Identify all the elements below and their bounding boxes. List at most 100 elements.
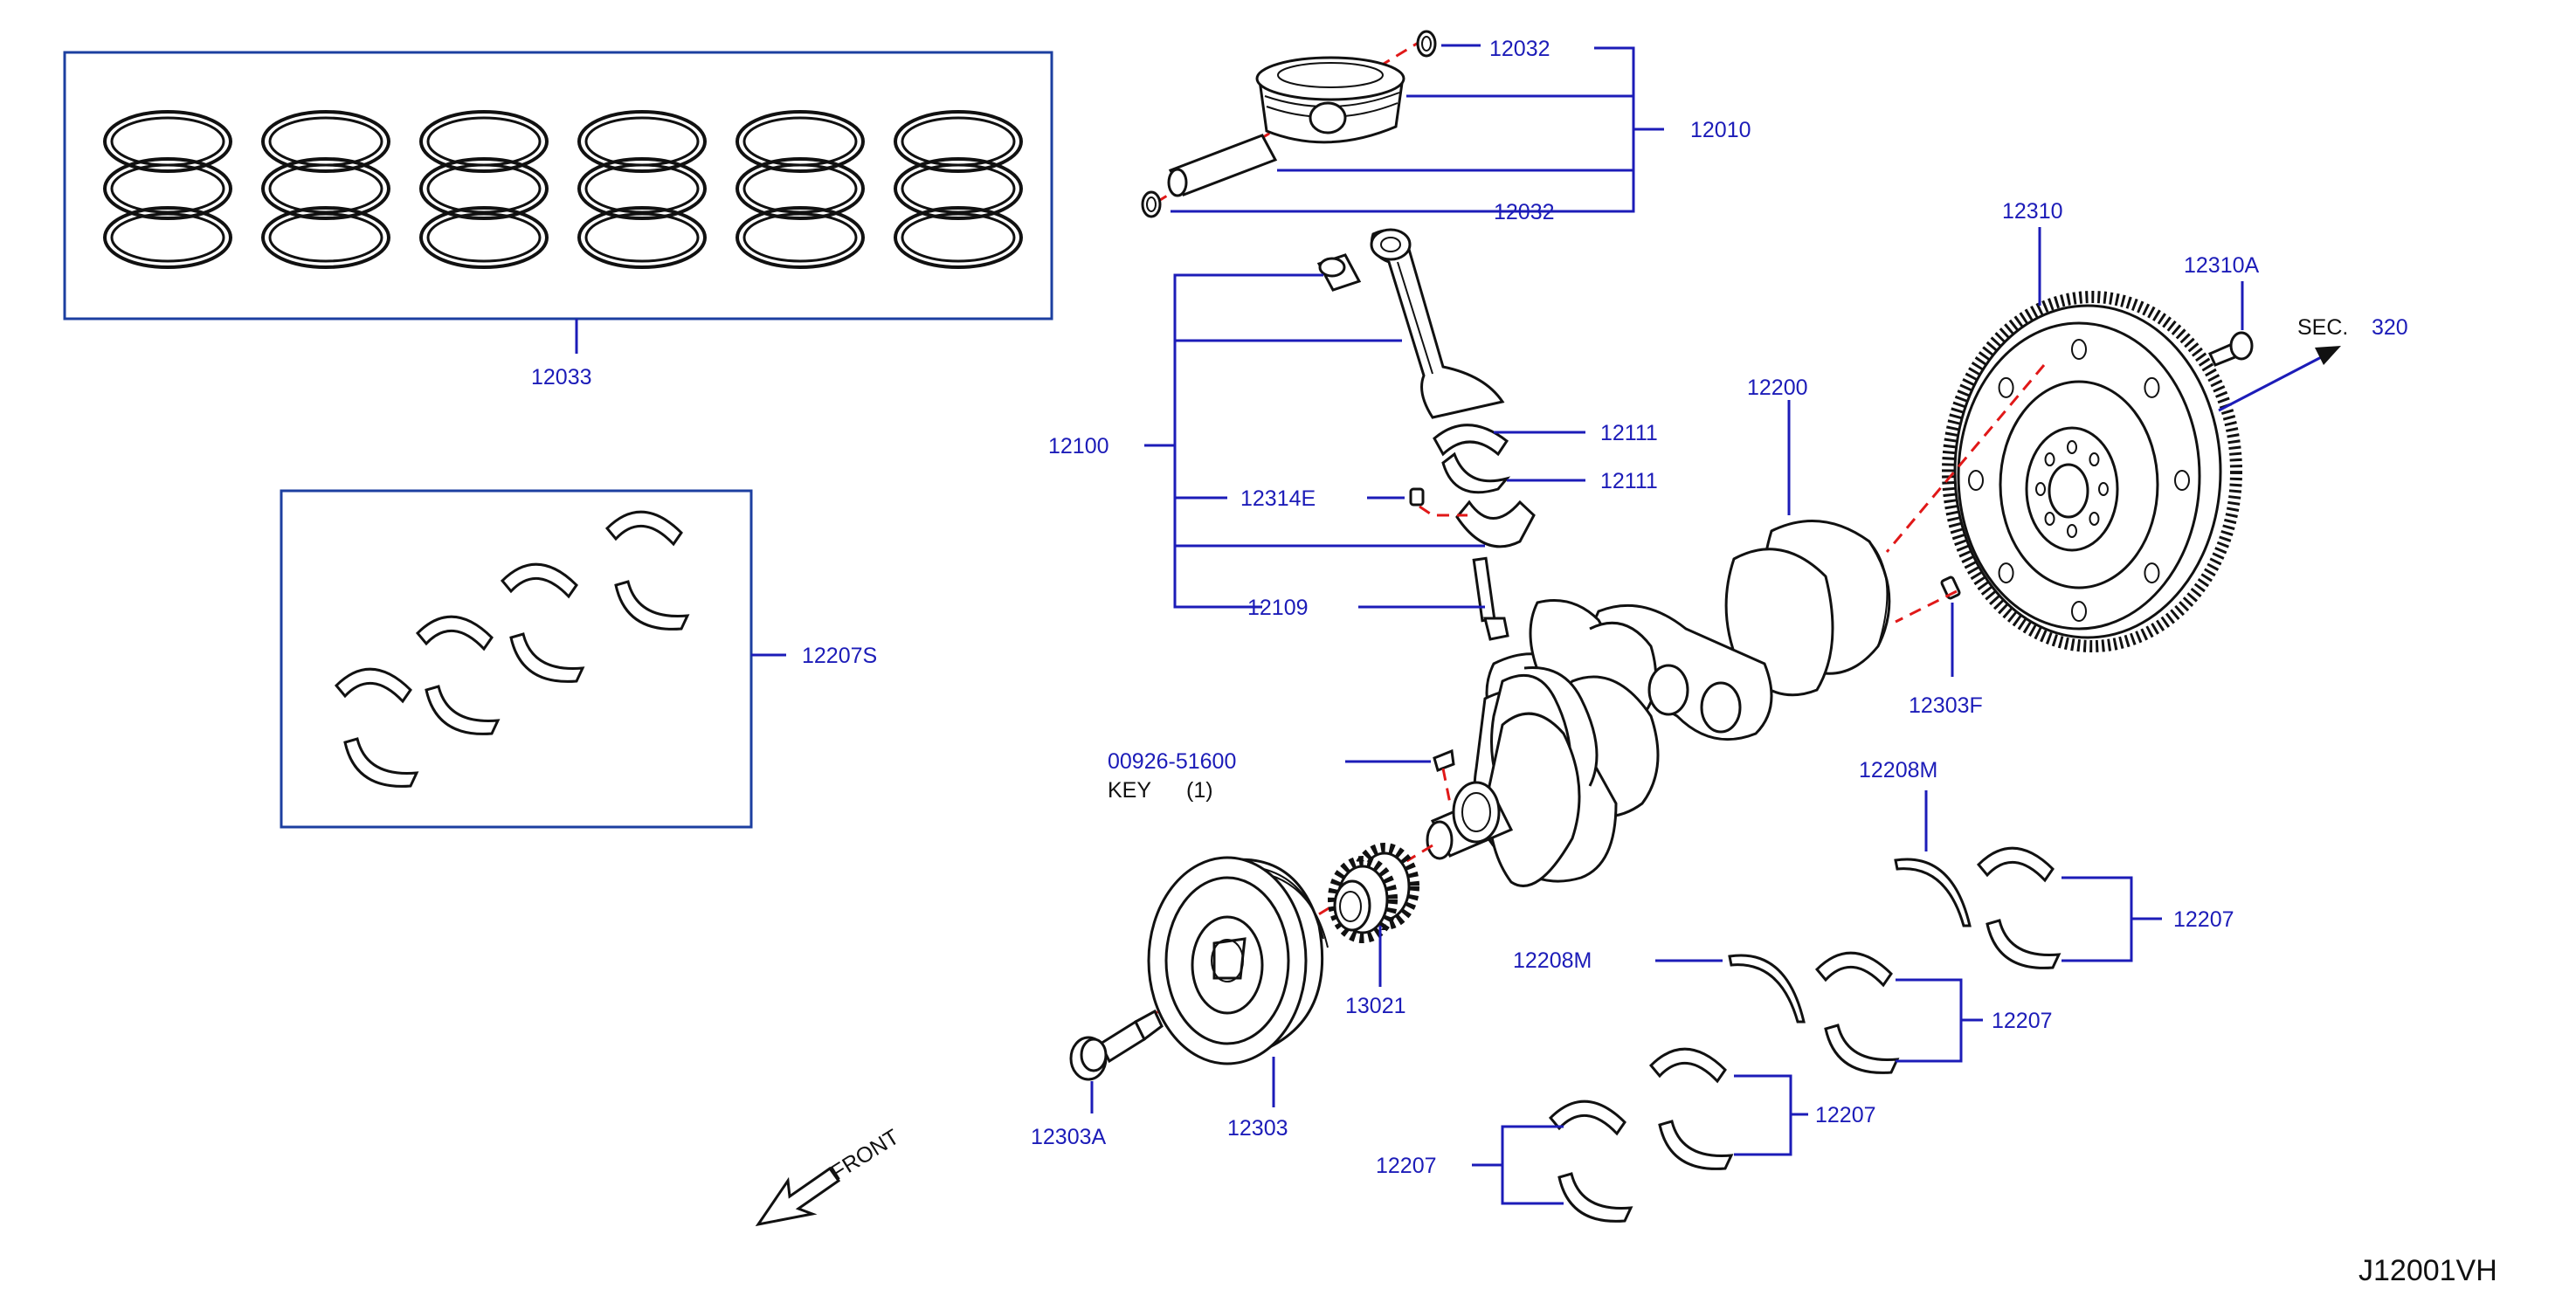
bearing-set-box (280, 489, 753, 829)
piston-ring-stack-icon (261, 110, 390, 269)
connecting-rod-assembly: 12100 12111 12111 12314E 12109 (1048, 228, 1658, 641)
label-12010[interactable]: 12010 (1690, 118, 1751, 142)
bearing-shell-icon (1648, 1047, 1727, 1084)
bracket-12207-a (2061, 876, 2133, 962)
flywheel-icon (1942, 291, 2242, 652)
label-12303[interactable]: 12303 (1227, 1116, 1288, 1141)
label-front[interactable]: FRONT (826, 1125, 903, 1185)
crankshaft-group: 12200 (1426, 364, 2046, 887)
label-12100[interactable]: 12100 (1048, 434, 1109, 458)
label-12111-a[interactable]: 12111 (1600, 421, 1658, 445)
piston-ring-stack-icon (894, 110, 1023, 269)
piston-ring-set-group: 12033 (63, 51, 1053, 389)
pulley-bolt-group: 12303A (1031, 1009, 1164, 1149)
crank-centerline-lower (1895, 589, 1958, 624)
label-12207-c[interactable]: 12207 (1815, 1103, 1876, 1127)
thrust-washer-icon (1894, 858, 1972, 927)
sprocket-group: 13021 (1126, 843, 1433, 1032)
bearing-shell-icon (415, 615, 494, 651)
pulley-group: 12303 (1147, 856, 1329, 1141)
sprocket-icon (1328, 843, 1419, 943)
label-12207-a[interactable]: 12207 (2173, 907, 2234, 932)
pulley-bolt-icon (1069, 1009, 1164, 1081)
bearing-shell-icon (334, 667, 412, 704)
label-12033[interactable]: 12033 (531, 365, 592, 389)
label-12303F[interactable]: 12303F (1909, 693, 1983, 718)
label-sec-number[interactable]: 320 (2372, 315, 2408, 340)
sec-arrow-head (2315, 346, 2341, 365)
label-12208M-b[interactable]: 12208M (1513, 948, 1592, 973)
label-key-qty[interactable]: (1) (1186, 778, 1213, 803)
bearing-shell-icon (1658, 1120, 1734, 1170)
key-centerline (1441, 768, 1452, 804)
rod-bearing-upper-icon (1433, 424, 1509, 457)
connecting-rod-icon (1370, 228, 1505, 419)
label-12109[interactable]: 12109 (1247, 596, 1309, 620)
label-12310[interactable]: 12310 (2002, 199, 2063, 224)
piston-pin-icon (1167, 134, 1278, 197)
label-sec[interactable]: SEC. (2297, 315, 2348, 340)
ring-stacks (103, 110, 1023, 269)
piston-ring-stack-icon (419, 110, 549, 269)
label-00926-51600[interactable]: 00926-51600 (1108, 749, 1236, 774)
main-bearings-group: 12208M 12208M 12207 12207 12207 12207 (1376, 758, 2234, 1223)
rod-bearing-lower-icon (1441, 452, 1511, 494)
label-12032-top[interactable]: 12032 (1489, 37, 1550, 61)
label-12111-b[interactable]: 12111 (1600, 469, 1658, 493)
snap-ring-icon (1416, 30, 1437, 58)
label-12207S[interactable]: 12207S (802, 644, 877, 668)
crank-pulley-icon (1147, 856, 1329, 1065)
bearing-shell-icon (1548, 1100, 1626, 1136)
sec-arrow-line (2218, 352, 2329, 412)
dowel-pin-icon (1409, 487, 1425, 507)
bearing-shell-icon (500, 562, 578, 599)
label-12303A[interactable]: 12303A (1031, 1125, 1107, 1149)
rod-cap-icon (1455, 500, 1536, 548)
bearing-shell-icon (1976, 846, 2055, 883)
piston-icon (1255, 56, 1405, 144)
front-indicator: FRONT (755, 1125, 903, 1227)
bracket-12207-d (1501, 1125, 1564, 1205)
piston-ring-stack-icon (736, 110, 865, 269)
label-12032-bot[interactable]: 12032 (1494, 200, 1555, 224)
front-arrow-icon (755, 1166, 841, 1227)
label-key[interactable]: KEY (1108, 778, 1151, 803)
snap-ring-icon (1141, 190, 1162, 218)
label-13021[interactable]: 13021 (1345, 994, 1406, 1018)
bearing-shell-icon (343, 737, 419, 788)
piston-ring-stack-icon (577, 110, 707, 269)
crankshaft-icon (1426, 519, 1891, 887)
bearing-shell-icon (614, 580, 690, 631)
label-12208M-a[interactable]: 12208M (1859, 758, 1937, 782)
crank-centerline-upper (1885, 364, 2046, 553)
bearing-shell-icon (425, 685, 501, 735)
leader-bracket-12100 (1173, 273, 1323, 609)
rod-bolt-icon (1472, 556, 1509, 641)
flywheel-assembly: 12310 12310A SEC. 320 12303F (1909, 199, 2408, 718)
bearing-shell-icon (1557, 1172, 1633, 1223)
label-12314E[interactable]: 12314E (1240, 486, 1316, 511)
label-12207-d[interactable]: 12207 (1376, 1154, 1437, 1178)
bearing-shell-icon (1814, 951, 1893, 988)
key-icon (1433, 748, 1455, 772)
bearing-shell-icon (509, 632, 585, 683)
flywheel-bolt-icon (2207, 331, 2254, 367)
bearing-set-shells (334, 510, 690, 788)
bearing-shell-icon (1824, 1024, 1900, 1074)
bracket-12207-b (1896, 978, 1963, 1063)
key-group: 00926-51600 KEY (1) (1108, 748, 1455, 804)
piston-ring-stack-icon (103, 110, 232, 269)
label-12207-b[interactable]: 12207 (1992, 1009, 2053, 1033)
diagram-code: J12001VH (2358, 1254, 2497, 1287)
bracket-12207-c (1734, 1074, 1792, 1156)
piston-assembly: 12032 12010 12032 (1141, 30, 1751, 224)
bearing-shell-icon (1986, 919, 2061, 969)
rod-bushing-icon (1316, 253, 1362, 292)
bearing-shell-icon (604, 510, 683, 547)
label-12200[interactable]: 12200 (1747, 376, 1808, 400)
pin-centerline (1419, 505, 1468, 517)
bearing-set-group: 12207S (280, 489, 877, 829)
thrust-washer-icon (1728, 954, 1806, 1024)
label-12310A[interactable]: 12310A (2184, 253, 2260, 278)
